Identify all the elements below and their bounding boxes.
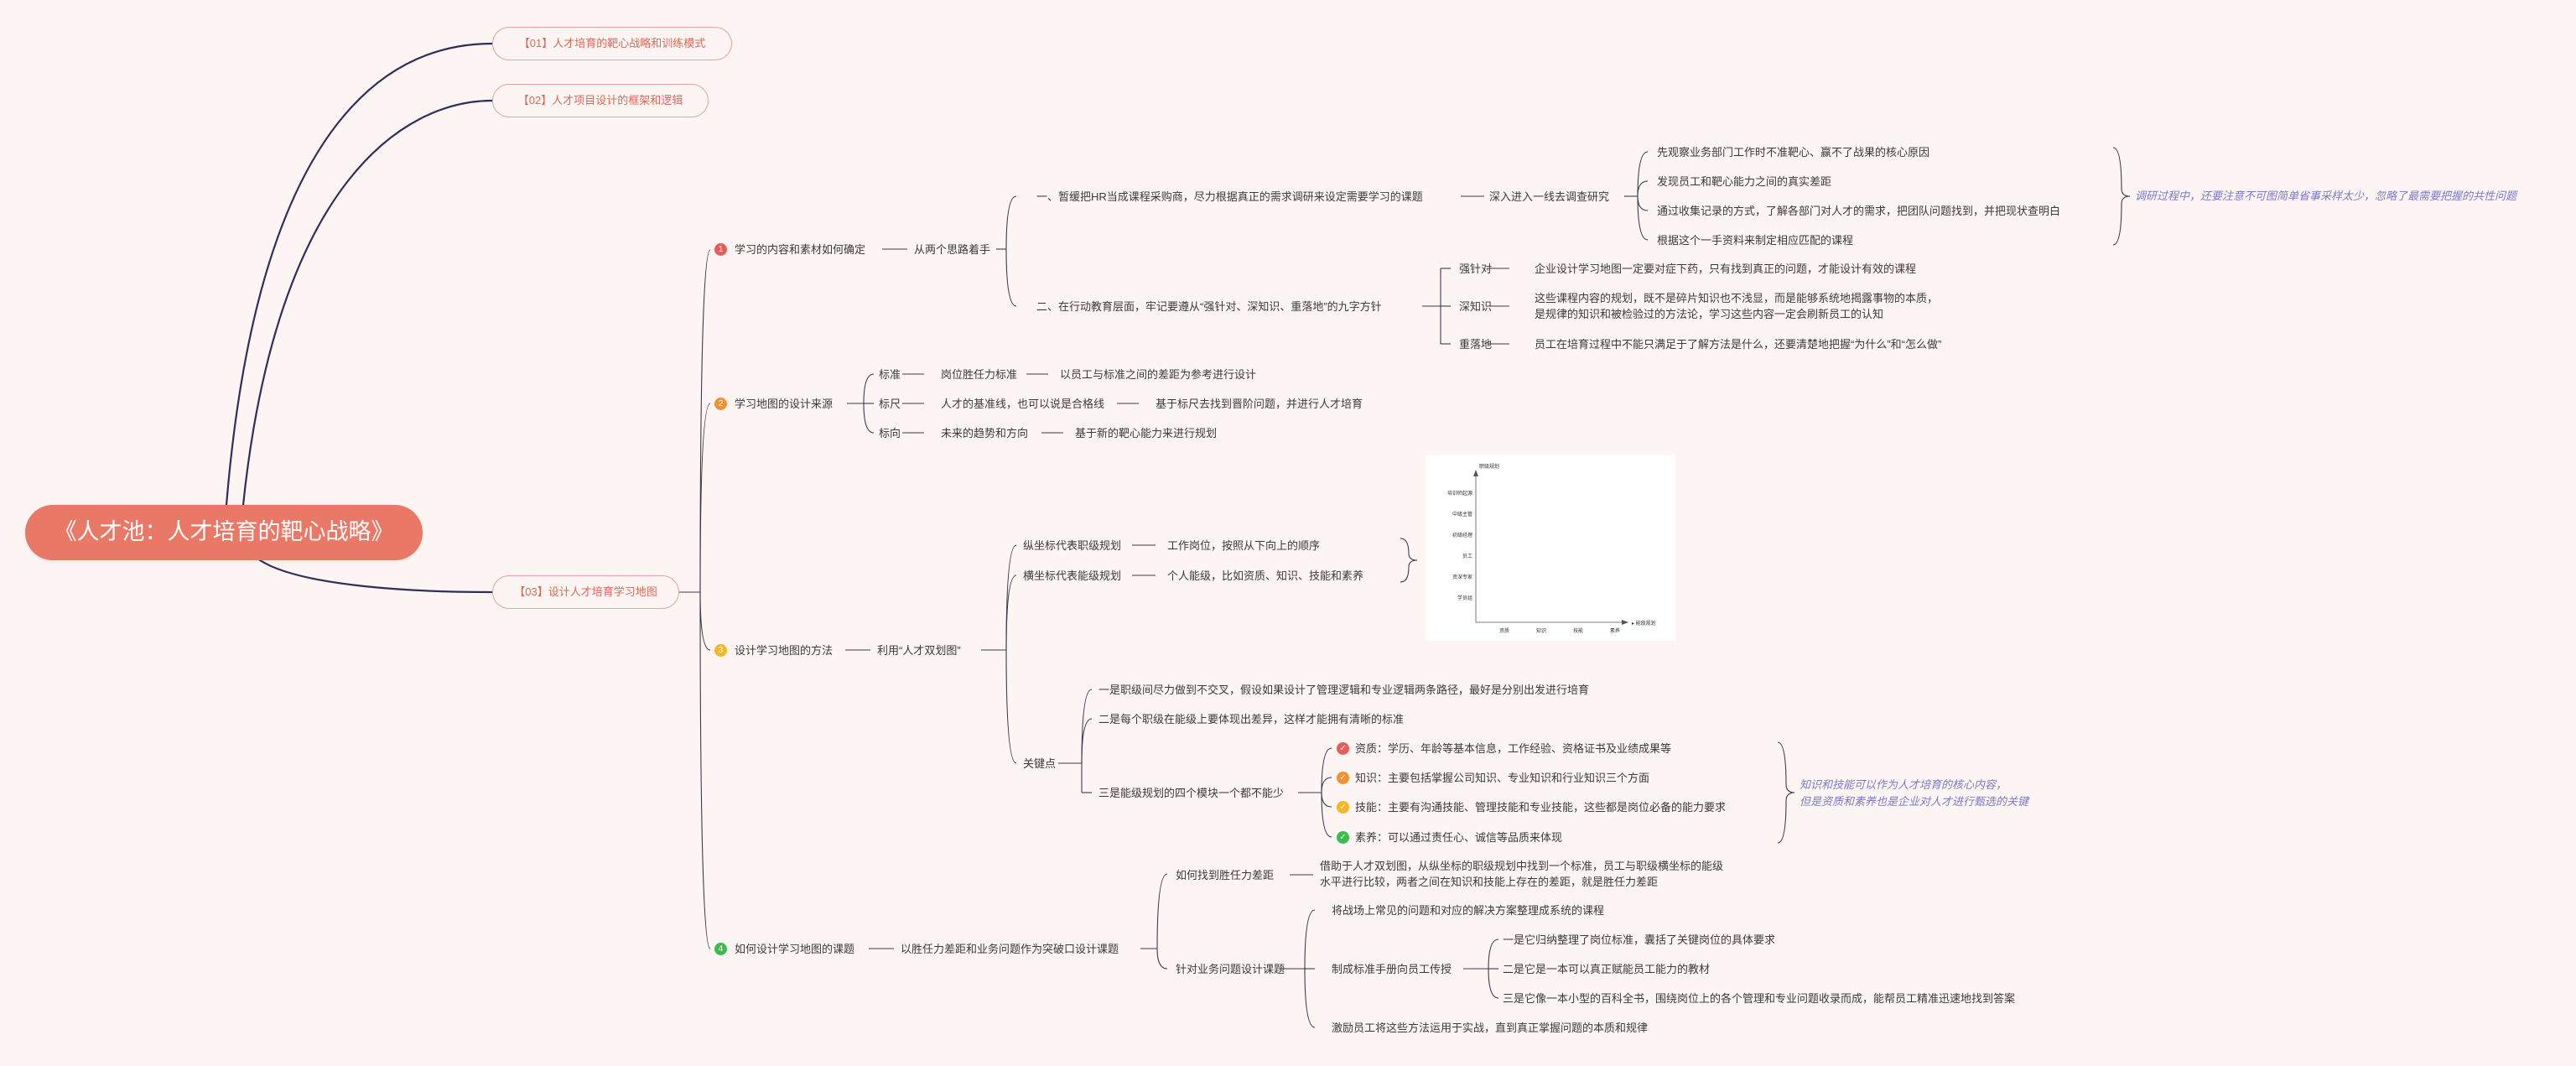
s2-row-3-c[interactable]: 基于新的靶心能力来进行规划 bbox=[1075, 427, 1218, 439]
s3-axis-1[interactable]: 纵坐标代表职级规划 bbox=[1023, 539, 1122, 552]
mini-chart-xlabel: ▸ 能级规划 bbox=[1632, 620, 1656, 627]
mini-chart-xtick: 资质 bbox=[1499, 627, 1509, 634]
check-icon: ✓ bbox=[1337, 772, 1349, 784]
section-4-number-icon: 4 bbox=[714, 943, 727, 955]
s4-q2b-sub-3[interactable]: 三是它像一本小型的百科全书，围绕岗位上的各个管理和专业问题收录而成，能帮员工精准… bbox=[1503, 992, 2016, 1005]
s3-module-note-line-1[interactable]: 知识和技能可以作为人才培育的核心内容， bbox=[1800, 778, 2007, 791]
s1-a-item-4[interactable]: 根据这个一手资料来制定相应匹配的课程 bbox=[1657, 234, 1854, 247]
check-icon: ✓ bbox=[1337, 742, 1349, 755]
section-1-sub[interactable]: 从两个思路着手 bbox=[914, 243, 991, 256]
s2-row-2-c[interactable]: 基于标尺去找到晋阶问题，并进行人才培育 bbox=[1156, 398, 1363, 410]
s2-row-3-a[interactable]: 标向 bbox=[879, 427, 901, 439]
s3-key-points[interactable]: 关键点 bbox=[1023, 757, 1057, 770]
s3-axis-2[interactable]: 横坐标代表能级规划 bbox=[1023, 569, 1122, 582]
s3-module-3[interactable]: 技能：主要有沟通技能、管理技能和专业技能，这些都是岗位必备的能力要求 bbox=[1355, 801, 1727, 814]
section-3-sub[interactable]: 利用“人才双划图” bbox=[877, 644, 961, 657]
check-icon: ✓ bbox=[1337, 801, 1349, 814]
s3-key-item-2[interactable]: 二是每个职级在能级上要体现出差异，这样才能拥有清晰的标准 bbox=[1098, 713, 1405, 725]
s3-axis-2-desc[interactable]: 个人能级，比如资质、知识、技能和素养 bbox=[1167, 569, 1364, 582]
check-icon: ✓ bbox=[1337, 831, 1349, 844]
s3-module-2[interactable]: 知识：主要包括掌握公司知识、专业知识和行业知识三个方面 bbox=[1355, 772, 1650, 784]
s3-module-4[interactable]: 素养：可以通过责任心、诚信等品质来体现 bbox=[1355, 831, 1563, 844]
section-1-label[interactable]: 学习的内容和素材如何确定 bbox=[735, 243, 866, 256]
s1-a-item-2[interactable]: 发现员工和靶心能力之间的真实差距 bbox=[1657, 175, 1832, 188]
section-4-sub[interactable]: 以胜任力差距和业务问题作为突破口设计课题 bbox=[901, 943, 1119, 955]
mini-chart-ytick: 中级主管 bbox=[1452, 511, 1472, 517]
s3-key-item-3[interactable]: 三是能级规划的四个模块一个都不能少 bbox=[1098, 787, 1285, 799]
s4-q2b-sub-2[interactable]: 二是它是一本可以真正赋能员工能力的教材 bbox=[1503, 963, 1711, 975]
mini-chart-ylabel: 职级规划 bbox=[1479, 463, 1499, 470]
mini-chart-ytick: 学员组 bbox=[1457, 595, 1472, 601]
section-2-label[interactable]: 学习地图的设计来源 bbox=[735, 398, 834, 410]
root-topic[interactable]: 《人才池：人才培育的靶心战略》 bbox=[25, 505, 423, 560]
s1-a-item-3[interactable]: 通过收集记录的方式，了解各部门对人才的需求，把团队问题找到，并把现状查明白 bbox=[1657, 205, 2061, 217]
s3-axis-1-desc[interactable]: 工作岗位，按照从下向上的顺序 bbox=[1167, 539, 1321, 552]
s4-q2b-sub-1[interactable]: 一是它归纳整理了岗位标准，囊括了关键岗位的具体要求 bbox=[1503, 933, 1776, 946]
mini-chart-ytick: 员工 bbox=[1462, 554, 1472, 559]
s4-q1[interactable]: 如何找到胜任力差距 bbox=[1176, 869, 1275, 881]
mini-chart-xtick: 素养 bbox=[1610, 627, 1620, 634]
s1-b-val-1[interactable]: 企业设计学习地图一定要对症下药，只有找到真正的问题，才能设计有效的课程 bbox=[1535, 263, 1917, 275]
s1-a-item-1[interactable]: 先观察业务部门工作时不准靶心、赢不了战果的核心原因 bbox=[1657, 146, 1930, 159]
mini-chart-ytick: 培训师起源 bbox=[1447, 490, 1472, 497]
s1-b-key-2[interactable]: 深知识 bbox=[1459, 300, 1493, 313]
s1-branch-b[interactable]: 二、在行动教育层面，牢记要遵从“强针对、深知识、重落地”的九字方针 bbox=[1036, 300, 1382, 313]
s1-b-key-3[interactable]: 重落地 bbox=[1459, 338, 1493, 351]
s1-b-val-2-line-1[interactable]: 这些课程内容的规划，既不是碎片知识也不浅显，而是能够系统地揭露事物的本质， bbox=[1535, 292, 1939, 304]
s2-row-1-c[interactable]: 以员工与标准之间的差距为参考进行设计 bbox=[1060, 368, 1257, 381]
s1-a-summary-note[interactable]: 调研过程中，还要注意不可图简单省事采样太少，忽略了最需要把握的共性问题 bbox=[2135, 190, 2517, 202]
s2-row-3-b[interactable]: 未来的趋势和方向 bbox=[941, 427, 1029, 439]
s1-branch-a-child[interactable]: 深入进入一线去调查研究 bbox=[1489, 190, 1610, 203]
s3-key-item-1[interactable]: 一是职级间尽力做到不交叉，假设如果设计了管理逻辑和专业逻辑两条路径，最好是分别出… bbox=[1098, 684, 1590, 696]
topic-02[interactable]: 【02】人才项目设计的框架和逻辑 bbox=[492, 84, 709, 117]
s1-b-key-1[interactable]: 强针对 bbox=[1459, 263, 1493, 275]
s2-row-2-b[interactable]: 人才的基准线，也可以说是合格线 bbox=[941, 398, 1105, 410]
s2-row-1-b[interactable]: 岗位胜任力标准 bbox=[941, 368, 1018, 381]
s4-q1-desc-line-2[interactable]: 水平进行比较，两者之间在知识和技能上存在的差距，就是胜任力差距 bbox=[1320, 876, 1659, 888]
section-1-number-icon: 1 bbox=[714, 243, 727, 256]
topic-03[interactable]: 【03】设计人才培育学习地图 bbox=[492, 575, 679, 609]
s4-q2[interactable]: 针对业务问题设计课题 bbox=[1176, 963, 1285, 975]
s2-row-2-a[interactable]: 标尺 bbox=[879, 398, 901, 410]
s2-row-1-a[interactable]: 标准 bbox=[879, 368, 901, 381]
s4-q2-item-c[interactable]: 激励员工将这些方法运用于实战，直到真正掌握问题的本质和规律 bbox=[1332, 1022, 1649, 1034]
section-2-number-icon: 2 bbox=[714, 398, 727, 410]
s4-q2-item-b[interactable]: 制成标准手册向员工传授 bbox=[1332, 963, 1452, 975]
mini-chart-xtick: 技能 bbox=[1573, 627, 1583, 634]
s1-branch-a[interactable]: 一、暂缓把HR当成课程采购商，尽力根据真正的需求调研来设定需要学习的课题 bbox=[1036, 190, 1423, 203]
mini-chart-ytick: 初级经理 bbox=[1452, 532, 1472, 538]
s4-q1-desc-line-1[interactable]: 借助于人才双划图，从纵坐标的职级规划中找到一个标准，员工与职级横坐标的能级 bbox=[1320, 860, 1724, 872]
topic-01[interactable]: 【01】人才培育的靶心战略和训练模式 bbox=[492, 27, 732, 60]
section-3-label[interactable]: 设计学习地图的方法 bbox=[735, 644, 834, 657]
section-3-number-icon: 3 bbox=[714, 644, 727, 657]
s3-module-note-line-2[interactable]: 但是资质和素养也是企业对人才进行甄选的关键 bbox=[1800, 795, 2029, 808]
s4-q2-item-a[interactable]: 将战场上常见的问题和对应的解决方案整理成系统的课程 bbox=[1332, 904, 1605, 917]
s1-b-val-3[interactable]: 员工在培育过程中不能只满足于了解方法是什么，还要清楚地把握“为什么”和“怎么做” bbox=[1535, 338, 1942, 351]
mini-chart-xtick: 知识 bbox=[1536, 627, 1546, 634]
section-4-label[interactable]: 如何设计学习地图的课题 bbox=[735, 943, 855, 955]
s3-module-1[interactable]: 资质：学历、年龄等基本信息，工作经验、资格证书及业绩成果等 bbox=[1355, 742, 1672, 755]
talent-chart-thumbnail[interactable]: 职级规划 ▸ 能级规划 培训师起源中级主管初级经理员工资深专家学员组资质 知识 技能… bbox=[1426, 455, 1675, 641]
s1-b-val-2-line-2[interactable]: 是规律的知识和被检验过的方法论，学习这些内容一定会刷新员工的认知 bbox=[1535, 308, 1884, 320]
mini-chart-ytick: 资深专家 bbox=[1452, 574, 1472, 580]
